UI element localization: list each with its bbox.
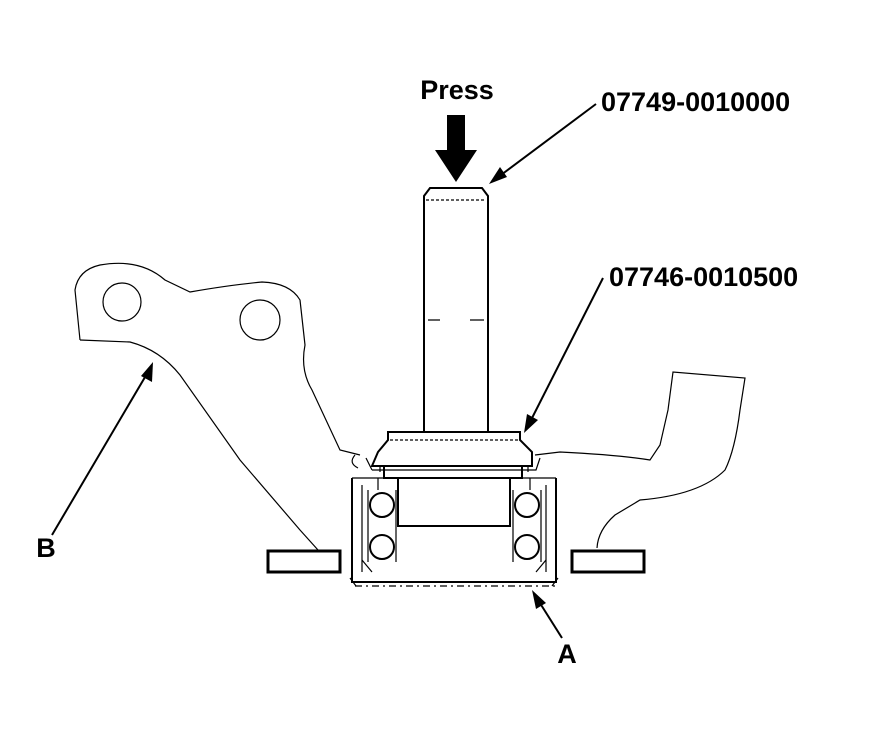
bearing-assembly	[349, 477, 559, 587]
knuckle-bolt-hole-left	[102, 282, 142, 322]
bearing-ball	[514, 534, 540, 560]
tool-attachment-label: 07746-0010500	[609, 262, 798, 292]
bearing-ball	[369, 534, 395, 560]
support-block-left	[266, 549, 342, 574]
leader-attachment	[529, 277, 604, 423]
attachment-tool	[365, 431, 541, 479]
support-block-right	[570, 549, 646, 574]
leader-b	[51, 371, 149, 536]
press-arrow	[435, 115, 477, 182]
callout-a-label: A	[557, 639, 577, 669]
bearing-ball	[369, 492, 395, 518]
leader-lines	[51, 103, 604, 639]
inner-race	[397, 477, 511, 527]
driver-tool	[423, 187, 489, 433]
callout-b-label: B	[36, 533, 56, 563]
steering-knuckle	[74, 262, 746, 551]
knuckle-bolt-hole-right	[239, 299, 281, 341]
support-blocks	[266, 549, 646, 574]
bearing-ball	[514, 492, 540, 518]
press-label: Press	[420, 75, 494, 105]
leader-a	[537, 599, 563, 639]
leader-driver	[496, 103, 597, 179]
tool-driver-label: 07749-0010000	[601, 87, 790, 117]
